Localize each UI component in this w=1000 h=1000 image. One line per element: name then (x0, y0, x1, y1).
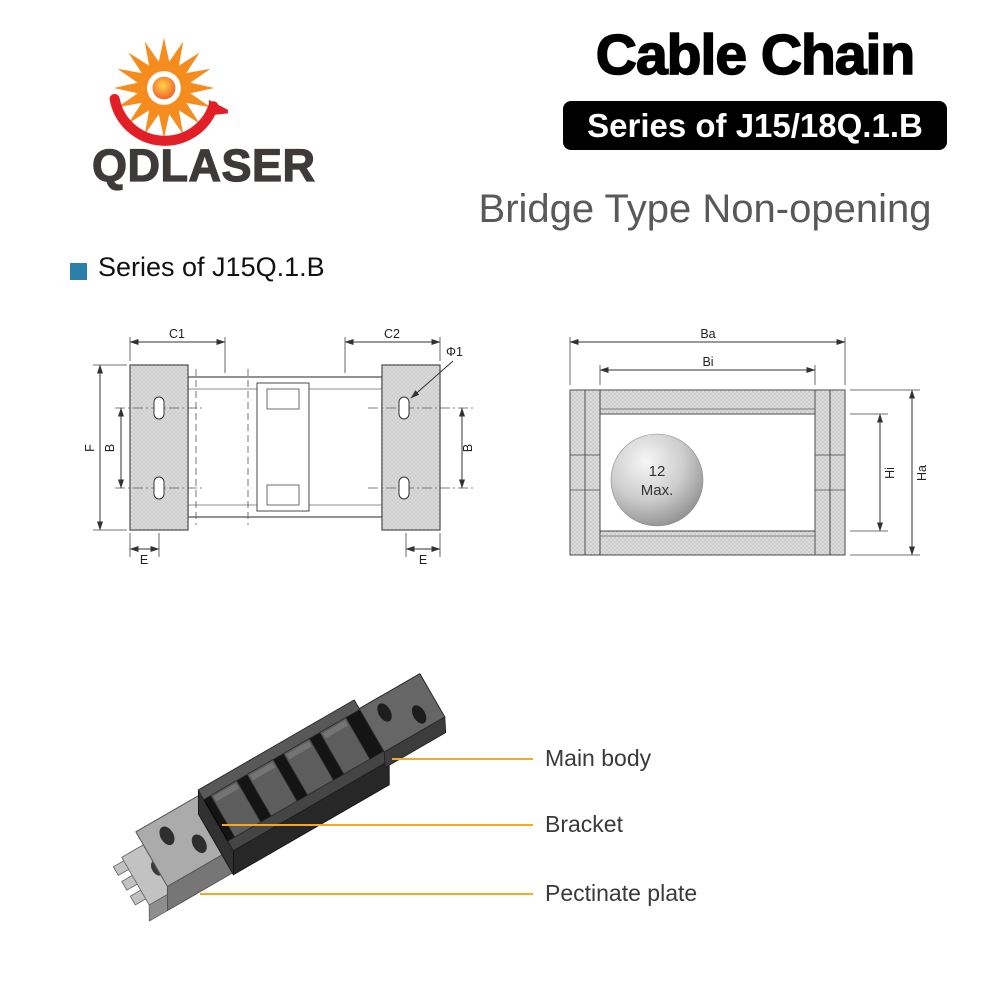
sun-core (152, 76, 176, 100)
callout-line-bracket (222, 824, 533, 826)
sphere-label-max: Max. (641, 482, 674, 499)
side-view-diagram: 12 Max. Ba Bi Hi Ha (569, 327, 929, 556)
dim-label-hi: Hi (883, 467, 897, 479)
dim-label-phi1: Φ1 (446, 345, 463, 359)
dimension-lines (569, 337, 920, 556)
cable-sphere (610, 433, 704, 527)
dim-label-c1: C1 (169, 327, 185, 341)
side-view-part (569, 389, 846, 556)
header: Cable Chain Series of J15/18Q.1.B (555, 22, 955, 150)
top-view-slots (153, 396, 410, 500)
red-swoosh (109, 93, 228, 146)
dim-label-f: F (85, 444, 97, 452)
callout-label-bracket: Bracket (545, 811, 623, 837)
product-3d-render (112, 673, 447, 922)
callout-label-main-body: Main body (545, 745, 652, 771)
dim-label-ba: Ba (700, 327, 715, 341)
dim-label-bi: Bi (702, 355, 713, 369)
dim-label-b-left: B (103, 444, 117, 452)
section-title: Series of J15Q.1.B (98, 252, 325, 282)
main-body (197, 699, 390, 876)
dim-label-b-right: B (461, 444, 475, 452)
callout-line-main-body (392, 758, 533, 760)
subtitle: Bridge Type Non-opening (478, 187, 932, 231)
top-view-diagram: C1 C2 Φ1 F B B E E (85, 327, 475, 567)
series-badge: Series of J15/18Q.1.B (563, 101, 947, 150)
page-title: Cable Chain (595, 22, 916, 88)
top-bracket (358, 673, 447, 768)
dim-label-e-right: E (419, 553, 427, 567)
dim-label-e-left: E (140, 553, 148, 567)
dim-label-c2: C2 (384, 327, 400, 341)
top-view-part (129, 364, 441, 531)
dim-label-ha: Ha (915, 465, 929, 481)
sphere-label-value: 12 (649, 463, 666, 480)
dimension-lines (93, 337, 465, 557)
section-bullet (70, 263, 87, 280)
brand-name: QDLASER (91, 139, 316, 191)
callout-label-pectinate-plate: Pectinate plate (545, 880, 698, 906)
qdlaser-sun-icon (109, 37, 228, 146)
callout-line-pectinate-plate (200, 893, 533, 895)
